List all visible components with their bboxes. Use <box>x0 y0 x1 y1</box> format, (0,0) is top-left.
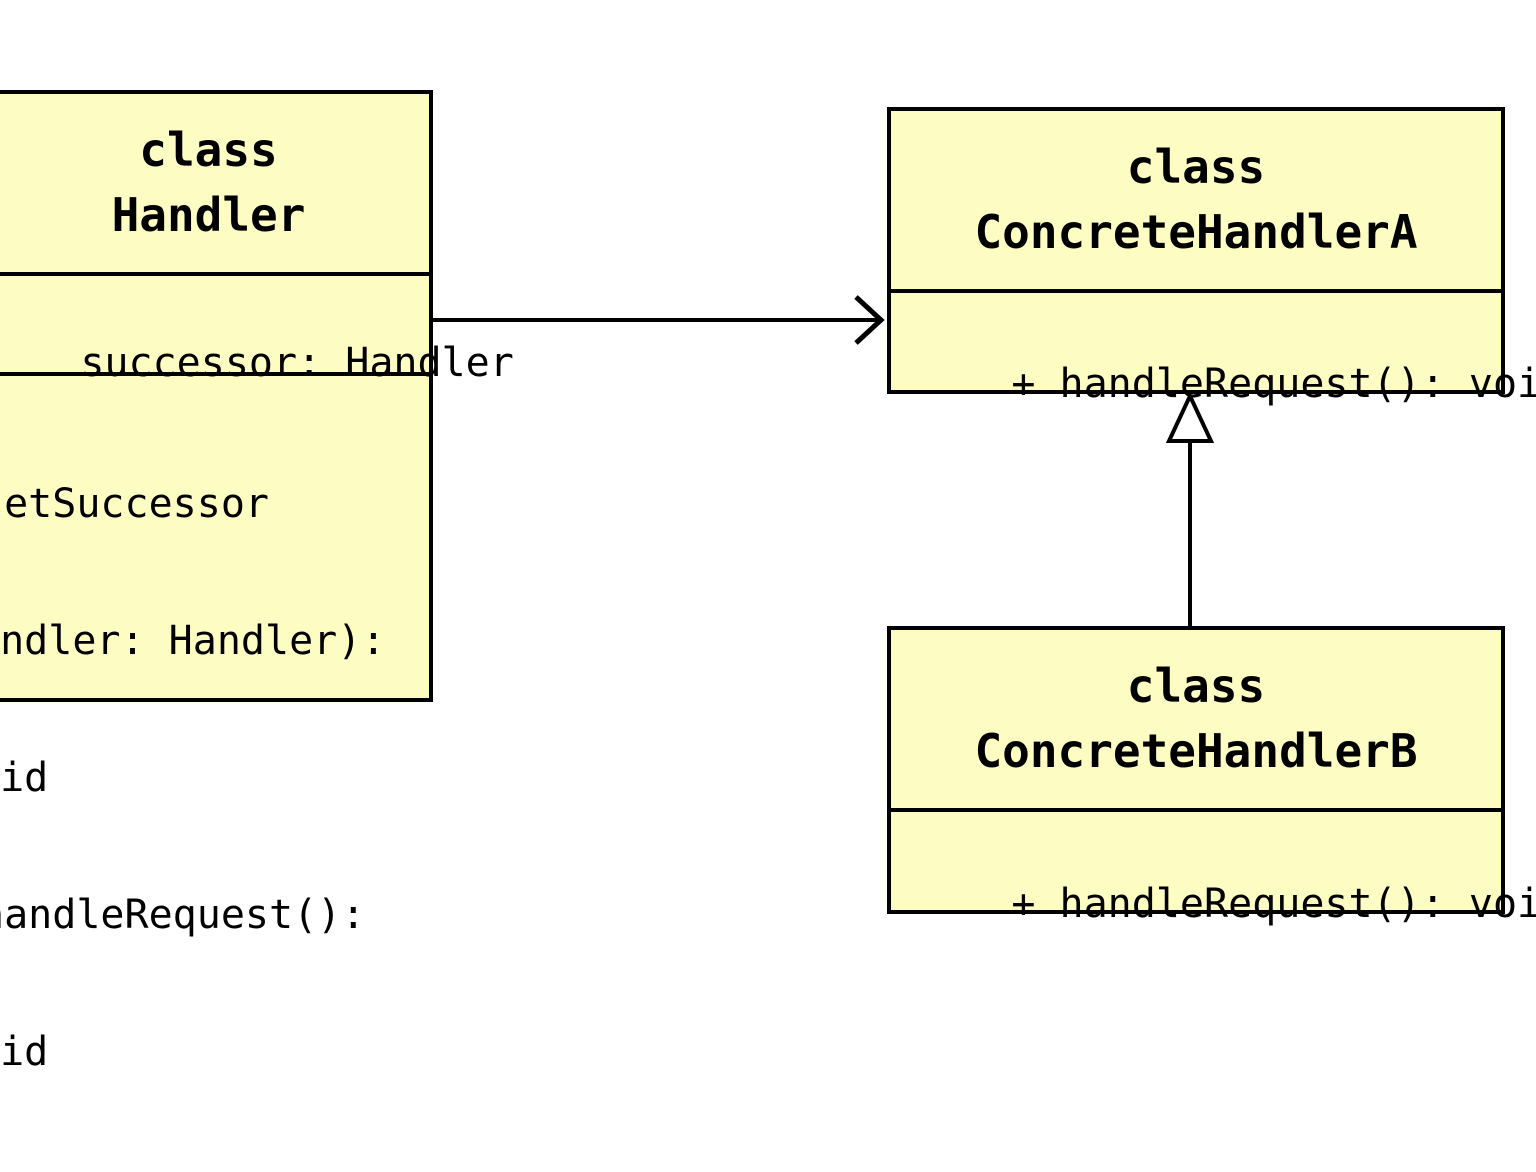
class-handler-name: Handler <box>111 188 306 242</box>
class-handler-header: class Handler <box>0 94 429 272</box>
class-concrete-handler-b-operations: + handleRequest(): void <box>891 808 1536 924</box>
association-arrowhead <box>854 295 885 345</box>
class-handler-keyword: class <box>139 122 278 177</box>
attribute-successor: successor: Handler <box>80 340 514 386</box>
operation-line: setSuccessor <box>0 481 269 527</box>
class-concrete-handler-b: class ConcreteHandlerB + handleRequest()… <box>887 626 1536 924</box>
operation-line: andler: Handler): <box>0 618 386 664</box>
class-concrete-handler-b-header: class ConcreteHandlerB <box>891 630 1501 808</box>
class-concrete-handler-a-header: class ConcreteHandlerA <box>891 111 1501 289</box>
class-concrete-handler-a-name: ConcreteHandlerA <box>974 205 1418 259</box>
operation-handle-request: + handleRequest(): void <box>1011 881 1536 927</box>
class-concrete-handler-b-name: ConcreteHandlerB <box>974 724 1418 778</box>
class-handler-operations: setSuccessor andler: Handler): oid handl… <box>0 372 429 1072</box>
class-concrete-handler-b-keyword: class <box>1126 658 1266 713</box>
class-concrete-handler-a: class ConcreteHandlerA + handleRequest()… <box>887 107 1536 404</box>
class-concrete-handler-a-keyword: class <box>1126 139 1266 194</box>
operation-line: oid <box>0 1029 49 1075</box>
class-handler: class Handler successor: Handler setSucc… <box>0 90 514 1072</box>
operation-line: oid <box>0 755 49 801</box>
operation-line: handleRequest(): <box>0 892 366 938</box>
class-handler-attributes: successor: Handler <box>0 272 514 383</box>
class-concrete-handler-a-operations: + handleRequest(): void <box>891 289 1536 404</box>
operation-handle-request: + handleRequest(): void <box>1011 361 1536 407</box>
